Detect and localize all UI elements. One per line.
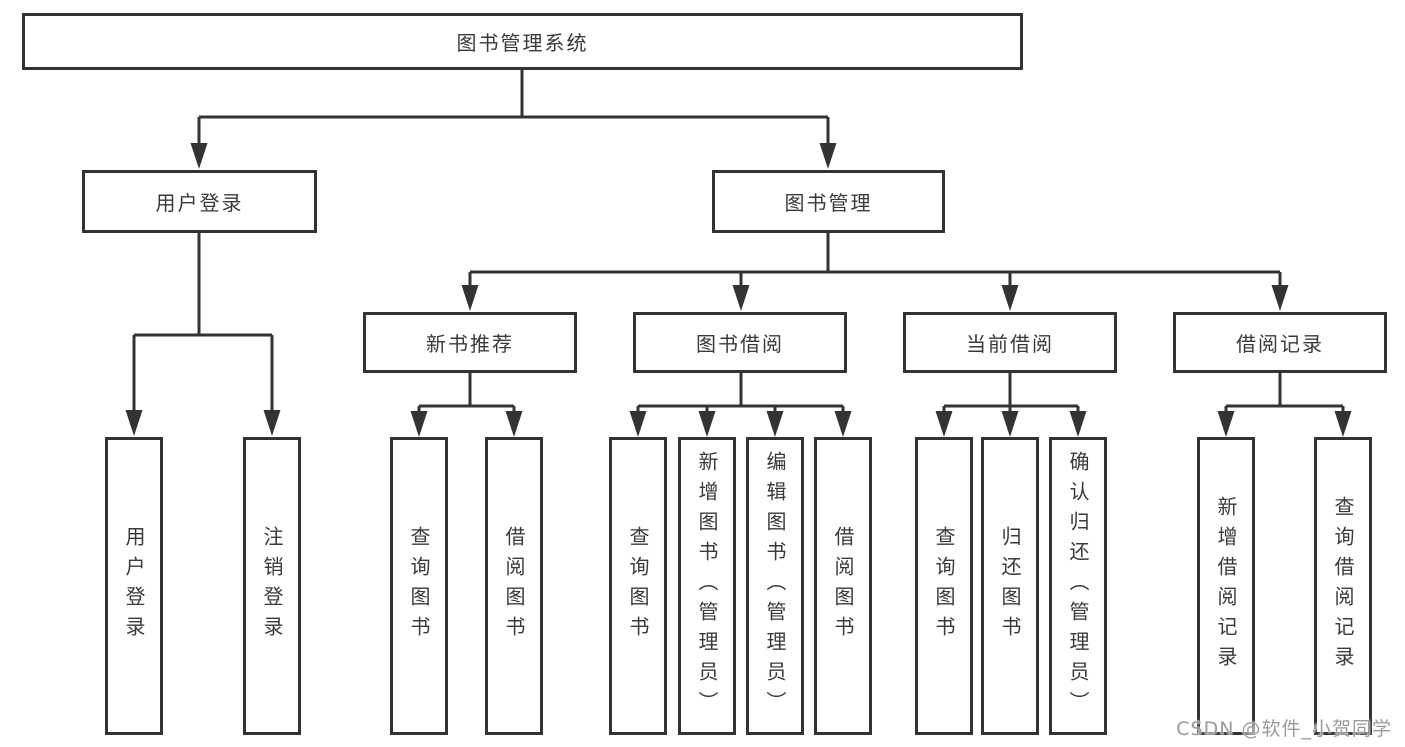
node-label: 用户登录 xyxy=(122,526,146,646)
leaf-add-borrow-record: 新增借阅记录 xyxy=(1197,437,1255,735)
arrow-down-icon xyxy=(125,410,143,436)
connector-new-book-recommendation-to-leaves xyxy=(410,373,523,437)
leaf-query-borrow-record: 查询借阅记录 xyxy=(1314,437,1372,735)
node-label: 查询图书 xyxy=(407,526,431,646)
node-label: 借阅图书 xyxy=(502,526,526,646)
arrow-down-icon xyxy=(410,411,428,437)
leaf-edit-book-admin: 编辑图书（管理员） xyxy=(746,437,804,735)
leaf-query-books-current: 查询图书 xyxy=(915,437,973,735)
arrow-down-icon xyxy=(1069,411,1087,437)
node-label: 确认归还（管理员） xyxy=(1066,451,1090,721)
node-book-borrowing: 图书借阅 xyxy=(633,312,847,373)
leaf-borrow-books-recommend: 借阅图书 xyxy=(485,437,543,735)
node-label: 借阅图书 xyxy=(831,526,855,646)
arrow-down-icon xyxy=(819,143,837,169)
node-new-book-recommendation: 新书推荐 xyxy=(363,312,577,373)
node-label: 借阅记录 xyxy=(1236,332,1324,356)
arrow-down-icon xyxy=(935,411,953,437)
leaf-user-login: 用户登录 xyxy=(105,437,163,735)
node-label: 归还图书 xyxy=(998,526,1022,646)
connector-root-to-level2 xyxy=(190,70,837,169)
node-borrowing-records: 借阅记录 xyxy=(1173,312,1387,373)
csdn-watermark: CSDN @软件_小贺同学 xyxy=(1176,718,1392,740)
connector-user-login-to-leaves xyxy=(125,233,281,436)
arrow-down-icon xyxy=(1217,411,1235,437)
arrow-down-icon xyxy=(505,411,523,437)
node-book-management: 图书管理 xyxy=(712,170,945,233)
node-label: 图书管理系统 xyxy=(456,31,589,55)
arrow-down-icon xyxy=(834,411,852,437)
arrow-down-icon xyxy=(1001,411,1019,437)
connector-borrowing-records-to-leaves xyxy=(1217,373,1352,437)
arrow-down-icon xyxy=(766,411,784,437)
leaf-query-books-borrow: 查询图书 xyxy=(609,437,667,735)
node-label: 图书管理 xyxy=(784,191,873,215)
node-label: 当前借阅 xyxy=(966,332,1054,356)
connector-book-management-to-level3 xyxy=(461,233,1289,311)
arrow-down-icon xyxy=(698,411,716,437)
arrow-down-icon xyxy=(461,285,479,311)
node-label: 注销登录 xyxy=(260,526,284,646)
node-label: 用户登录 xyxy=(155,191,244,215)
node-label: 新书推荐 xyxy=(426,332,514,356)
node-current-borrowing: 当前借阅 xyxy=(903,312,1117,373)
leaf-query-books-recommend: 查询图书 xyxy=(390,437,448,735)
node-label: 查询图书 xyxy=(626,526,650,646)
leaf-return-books: 归还图书 xyxy=(981,437,1039,735)
leaf-add-book-admin: 新增图书（管理员） xyxy=(678,437,736,735)
arrow-down-icon xyxy=(1001,285,1019,311)
arrow-down-icon xyxy=(1271,285,1289,311)
node-label: 查询借阅记录 xyxy=(1331,496,1355,676)
node-root-system: 图书管理系统 xyxy=(22,13,1023,70)
arrow-down-icon xyxy=(629,411,647,437)
connector-current-borrowing-to-leaves xyxy=(935,373,1087,437)
leaf-borrow-books: 借阅图书 xyxy=(814,437,872,735)
arrow-down-icon xyxy=(1334,411,1352,437)
arrow-down-icon xyxy=(263,410,281,436)
node-label: 新增图书（管理员） xyxy=(695,451,719,721)
arrow-down-icon xyxy=(732,285,750,311)
node-label: 编辑图书（管理员） xyxy=(763,451,787,721)
leaf-confirm-return-admin: 确认归还（管理员） xyxy=(1049,437,1107,735)
leaf-logout: 注销登录 xyxy=(243,437,301,735)
node-label: 图书借阅 xyxy=(696,332,784,356)
connector-book-borrowing-to-leaves xyxy=(629,373,852,437)
node-label: 查询图书 xyxy=(932,526,956,646)
arrow-down-icon xyxy=(190,143,208,169)
node-label: 新增借阅记录 xyxy=(1214,496,1238,676)
node-user-login: 用户登录 xyxy=(82,170,317,233)
